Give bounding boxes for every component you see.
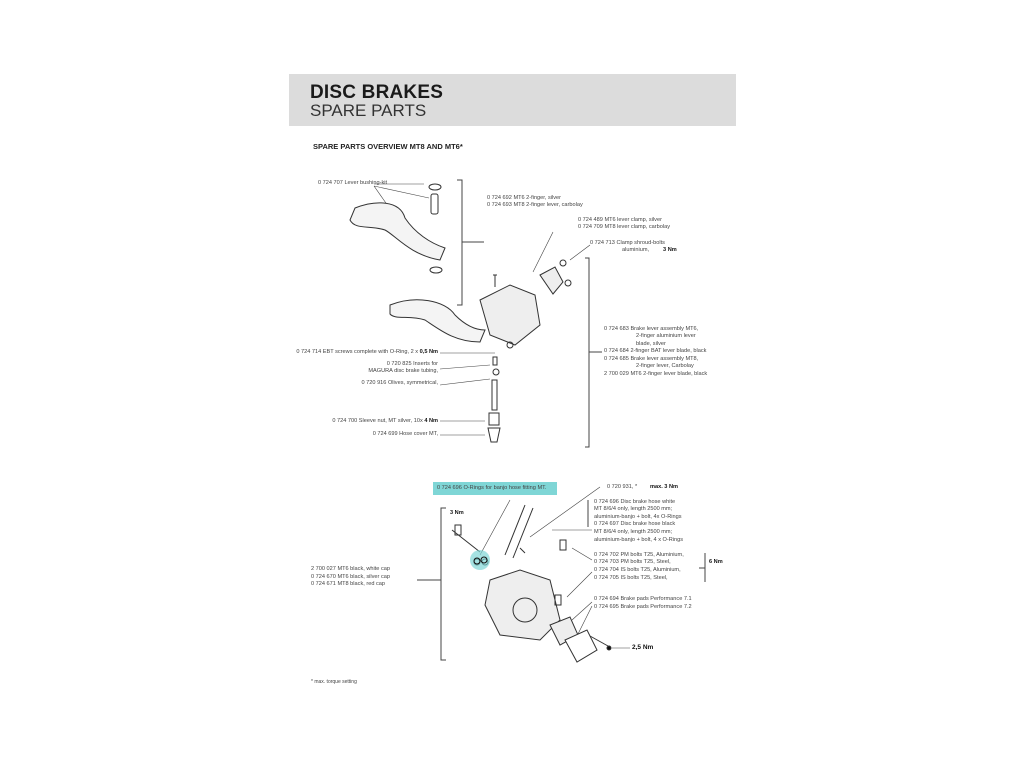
ebt-text: 0 724 714 EBT screws complete with O-Rin… [296, 349, 419, 355]
header-banner [289, 74, 736, 126]
label-hose-5: MT 8/6/4 only, length 2500 mm; [594, 529, 673, 535]
label-asm-6: 2-finger lever, Carbolay [636, 363, 694, 369]
brackets [417, 179, 706, 661]
label-hose-3: aluminium-banjo + bolt, 4x O-Rings [594, 514, 682, 520]
label-o-rings: 0 724 696 O-Rings for banjo hose fitting… [437, 485, 547, 491]
bolt-torque: 6 Nm [709, 559, 723, 565]
label-asm-3: blade, silver [636, 341, 666, 347]
label-pad-2: 0 724 695 Brake pads Performance 7.2 [594, 604, 692, 610]
shroud-material: aluminium, [622, 247, 650, 253]
caliper-icon [451, 504, 612, 663]
label-bleed: 0 720 931, * [607, 484, 638, 490]
label-hose-6: aluminium-banjo + bolt, 4 x O-Rings [594, 537, 684, 543]
page-title: DISC BRAKES [310, 82, 444, 103]
label-clamp-mt8: 0 724 709 MT8 lever clamp, carbolay [578, 224, 671, 230]
label-pad-1: 0 724 694 Brake pads Performance 7.1 [594, 596, 692, 602]
label-inserts-2: MAGURA disc brake tubing, [368, 368, 438, 374]
shroud-torque: 3 Nm [663, 247, 677, 253]
label-olives: 0 720 916 Olives, symmetrical, [361, 380, 438, 386]
page-subtitle: SPARE PARTS [310, 101, 427, 120]
label-lever-mt8: 0 724 693 MT8 2-finger lever, carbolay [487, 202, 583, 208]
lever-assembly-icon [389, 259, 572, 443]
banjo-torque: 3 Nm [450, 510, 464, 516]
label-asm-5: 0 724 685 Brake lever assembly MT8, [604, 356, 699, 362]
label-ebt: 0 724 714 EBT screws complete with O-Rin… [296, 349, 438, 357]
label-hose-2: MT 8/6/4 only, length 2500 mm; [594, 506, 673, 512]
label-lever-mt6: 0 724 692 MT6 2-finger, silver [487, 195, 561, 201]
label-shroud-2: aluminium, 3 Nm [622, 247, 677, 255]
label-bolt-4: 0 724 705 IS bolts T25, Steel, [594, 575, 668, 581]
label-lever-bushing: 0 724 707 Lever bushing-kit [318, 180, 388, 186]
sleeve-torque: 4 Nm [424, 418, 438, 424]
label-asm-2: 2-finger aluminium lever [636, 333, 696, 339]
bleed-torque: max. 3 Nm [650, 484, 678, 490]
highlight-o-rings: 0 724 696 O-Rings for banjo hose fitting… [433, 482, 557, 495]
label-caliper-3: 0 724 671 MT8 black, red cap [311, 581, 386, 587]
label-clamp-mt6: 0 724 489 MT6 lever clamp, silver [578, 217, 662, 223]
label-hose-1: 0 724 696 Disc brake hose white [594, 499, 676, 505]
label-inserts: 0 720 825 Inserts for [386, 361, 438, 367]
label-shroud: 0 724 713 Clamp shroud-bolts [590, 240, 665, 246]
label-asm-4: 0 724 684 2-finger BAT lever blade, blac… [604, 348, 707, 354]
pad-torque: 2,5 Nm [632, 644, 654, 651]
section-title: SPARE PARTS OVERVIEW MT8 AND MT6* [313, 142, 463, 151]
label-hose-cover: 0 724 699 Hose cover MT, [372, 431, 438, 437]
label-banjo-torque: 3 Nm [450, 510, 464, 518]
label-sleeve: 0 724 700 Sleeve nut, MT silver, 10x 4 N… [332, 418, 438, 426]
label-bolt-2: 0 724 703 PM bolts T25, Steel, [594, 559, 671, 565]
label-asm-7: 2 700 029 MT6 2-finger lever blade, blac… [604, 371, 708, 377]
sleeve-text: 0 724 700 Sleeve nut, MT silver, 10x [332, 418, 423, 424]
label-bleed-torque: max. 3 Nm [650, 484, 678, 492]
label-bolt-1: 0 724 702 PM bolts T25, Aluminium, [594, 552, 684, 558]
label-bolt-3: 0 724 704 IS bolts T25, Aluminium, [594, 567, 681, 573]
footnote: * max. torque setting [311, 679, 357, 685]
label-pad-torque: 2,5 Nm [632, 644, 653, 652]
lever-top-icon [349, 183, 446, 274]
label-caliper-1: 2 700 027 MT6 black, white cap [311, 566, 390, 572]
label-bolt-torque: 6 Nm [709, 559, 723, 567]
ebt-torque: 0,5 Nm [419, 349, 438, 355]
label-caliper-2: 0 724 670 MT6 black, silver cap [311, 574, 390, 580]
label-hose-4: 0 724 697 Disc brake hose black [594, 521, 676, 527]
label-asm-1: 0 724 683 Brake lever assembly MT6, [604, 326, 699, 332]
